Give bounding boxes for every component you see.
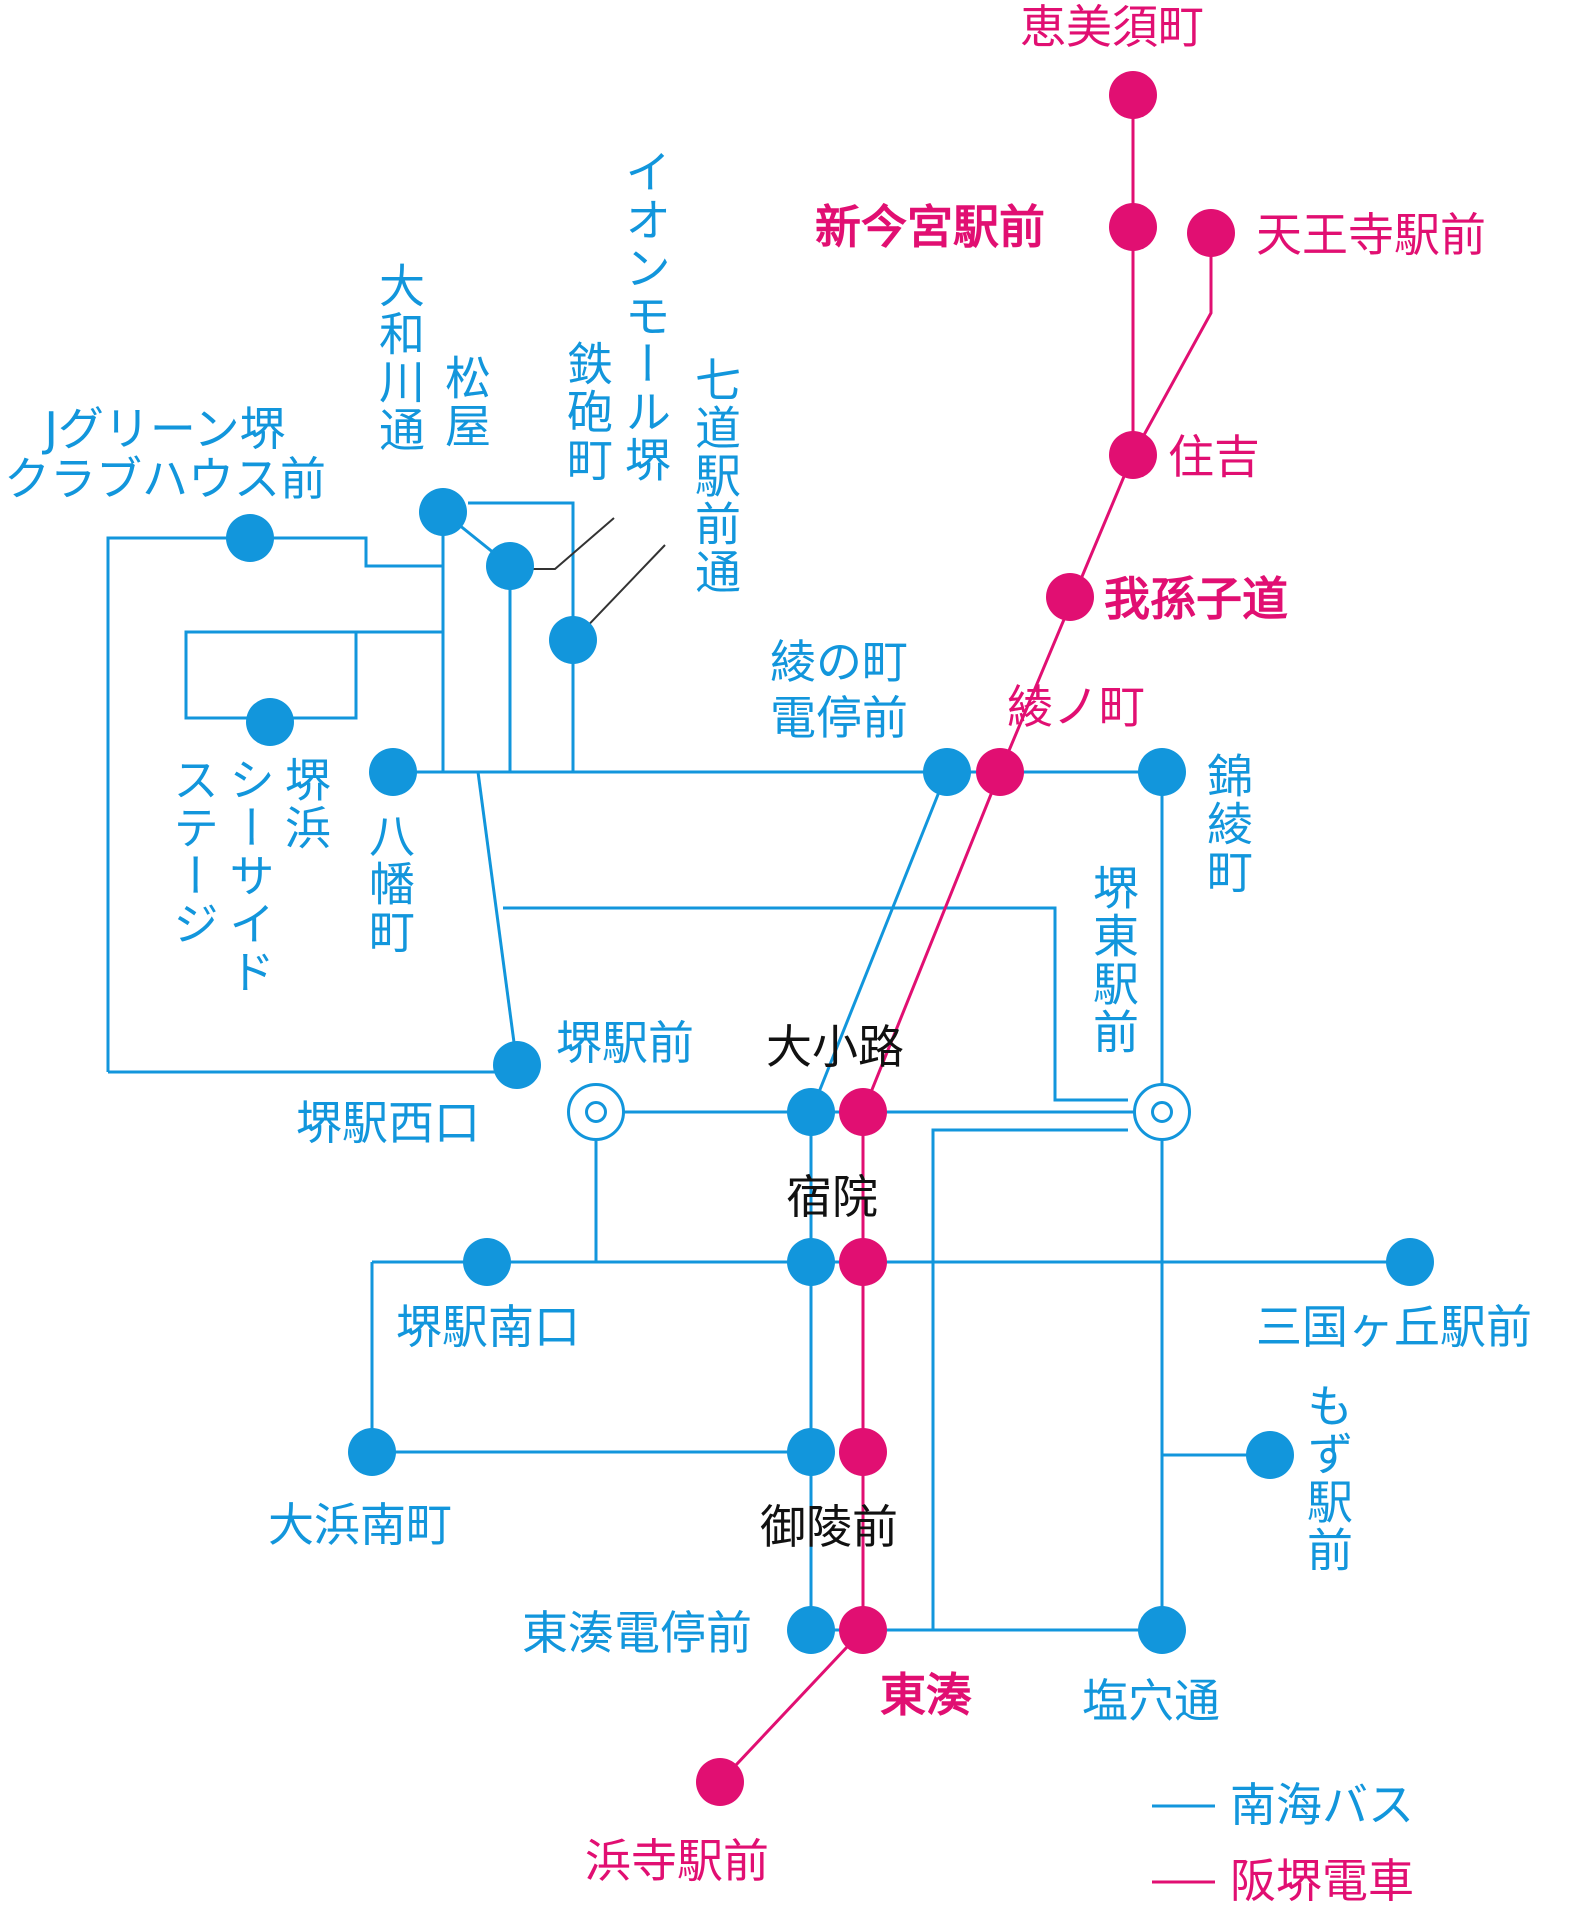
label-mozu: もず駅前 — [1300, 1382, 1354, 1574]
label-shioana: 塩穴通 — [1082, 1674, 1220, 1728]
stop-higashiminato-den[interactable] — [787, 1606, 835, 1654]
label-jgreen: Jグリーン堺 クラブハウス前 — [4, 402, 326, 506]
stop-oshoji-bus[interactable] — [787, 1088, 835, 1136]
stop-mozu[interactable] — [1246, 1431, 1294, 1479]
stop-goryomae-bus[interactable] — [787, 1428, 835, 1476]
label-nishikiaya: 錦綾町 — [1200, 752, 1254, 896]
label-abikomichi: 我孫子道 — [1104, 572, 1288, 626]
tram-route-tennoji — [1131, 233, 1213, 456]
legend-tram-label: 阪堺電車 — [1230, 1854, 1414, 1908]
label-oshoji: 大小路 — [766, 1020, 904, 1074]
stop-hamadera[interactable] — [696, 1758, 744, 1806]
stop-tennoji[interactable] — [1187, 209, 1235, 257]
bus-route-ohama — [370, 1262, 811, 1454]
label-mikunigaoka: 三国ヶ丘駅前 — [1256, 1300, 1532, 1354]
stop-goryomae-tram[interactable] — [839, 1428, 887, 1476]
stop-ebisucho[interactable] — [1109, 71, 1157, 119]
label-yawata: 八幡町 — [362, 812, 416, 956]
label-shukuin: 宿院 — [786, 1170, 878, 1224]
leader-shichido — [575, 544, 666, 639]
label-higashiminato-den: 東湊電停前 — [522, 1606, 752, 1660]
stop-ayanocho-tram[interactable] — [976, 748, 1024, 796]
label-sakai-ekimae: 堺駅前 — [556, 1016, 694, 1070]
label-seaside-1: 堺浜 — [278, 756, 332, 852]
bus-route-diag-ayanocho — [809, 771, 949, 1113]
stop-matsuya[interactable] — [419, 488, 467, 536]
hub-inner-ring — [585, 1101, 607, 1123]
label-seaside-2: シーサイド — [222, 756, 276, 996]
stop-shukuin-bus[interactable] — [787, 1238, 835, 1286]
label-teppocho-1: イオンモール堺 — [618, 148, 672, 484]
label-goryomae: 御陵前 — [760, 1500, 898, 1554]
label-teppocho-2: 鉄砲町 — [560, 340, 614, 484]
stop-jgreen[interactable] — [226, 514, 274, 562]
label-seaside-3: ステージ — [166, 756, 220, 948]
label-sakai-minami: 堺駅南口 — [396, 1300, 580, 1354]
stop-sakai-higashi[interactable] — [1133, 1083, 1191, 1141]
bus-route-seaside-loop — [184, 630, 443, 720]
label-hamadera: 浜寺駅前 — [585, 1834, 769, 1888]
stop-sakai-ekimae[interactable] — [567, 1083, 625, 1141]
label-shichido: 七道駅前通 — [688, 356, 742, 596]
stop-shioana[interactable] — [1138, 1606, 1186, 1654]
label-ohama-minami: 大浜南町 — [268, 1498, 452, 1552]
label-ayanocho-tram: 綾ノ町 — [1007, 680, 1145, 734]
label-higashiminato: 東湊 — [880, 1668, 972, 1722]
stop-nishikiaya[interactable] — [1138, 748, 1186, 796]
label-ayanocho-den: 綾の町 電停前 — [770, 635, 908, 745]
label-sakai-nishi: 堺駅西口 — [296, 1096, 480, 1150]
stop-mikunigaoka[interactable] — [1386, 1238, 1434, 1286]
stop-sakai-nishi[interactable] — [493, 1041, 541, 1089]
bus-route-east-loop — [503, 906, 1128, 1102]
stop-abikomichi[interactable] — [1046, 573, 1094, 621]
stop-sakai-minami[interactable] — [463, 1238, 511, 1286]
tram-route-south — [718, 1628, 865, 1784]
label-sakai-higashi: 堺東駅前 — [1086, 864, 1140, 1056]
bus-route-east-south — [931, 1128, 1128, 1630]
stop-teppocho[interactable] — [486, 542, 534, 590]
label-tennoji: 天王寺駅前 — [1256, 208, 1486, 262]
stop-shichido[interactable] — [549, 616, 597, 664]
stop-ayanocho-den[interactable] — [923, 748, 971, 796]
stop-seaside[interactable] — [246, 698, 294, 746]
hub-inner-ring — [1151, 1101, 1173, 1123]
stop-yawata[interactable] — [369, 748, 417, 796]
stop-shukuin-tram[interactable] — [839, 1238, 887, 1286]
bus-route-west-loop — [106, 536, 443, 1072]
label-ebisucho: 恵美須町 — [1020, 0, 1204, 54]
label-matsuya: 松屋 — [438, 354, 492, 450]
bus-route-nishiguchi — [476, 771, 519, 1066]
stop-ohama-minami[interactable] — [348, 1428, 396, 1476]
stop-sumiyoshi[interactable] — [1109, 431, 1157, 479]
stop-shin-imamiya[interactable] — [1109, 203, 1157, 251]
legend-bus-label: 南海バス — [1230, 1778, 1414, 1832]
leader-teppocho — [533, 517, 615, 570]
stop-higashiminato-tram[interactable] — [839, 1606, 887, 1654]
label-shin-imamiya: 新今宮駅前 — [815, 200, 1045, 254]
label-sumiyoshi: 住吉 — [1168, 430, 1260, 484]
label-yamatogawa: 大和川通 — [372, 262, 426, 454]
stop-oshoji-tram[interactable] — [839, 1088, 887, 1136]
